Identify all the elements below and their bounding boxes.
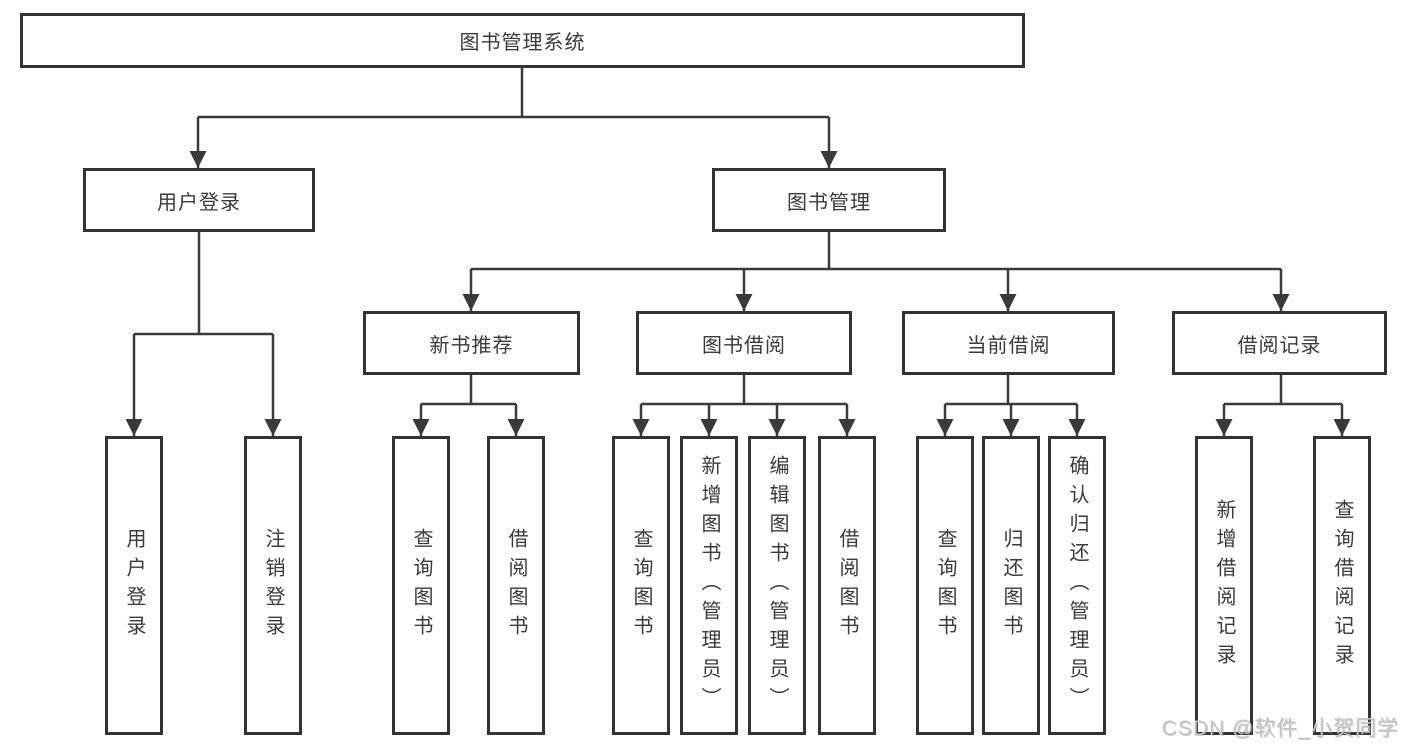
leaf-user-login: 用户登录 (105, 436, 163, 735)
leaf-newbooks-borrow-books: 借阅图书 (487, 436, 545, 735)
leaf-label: 查询借阅记录 (1331, 498, 1353, 673)
node-label: 用户登录 (157, 191, 241, 214)
leaf-label: 用户登录 (123, 527, 145, 644)
node-book-management: 图书管理 (712, 168, 946, 232)
node-label: 图书管理系统 (459, 32, 586, 54)
node-library-management-system: 图书管理系统 (20, 13, 1025, 68)
node-new-book-recommend: 新书推荐 (363, 311, 580, 375)
leaf-label: 借阅图书 (505, 527, 527, 644)
leaf-label: 新增图书（管理员） (698, 455, 720, 716)
leaf-label: 查询图书 (410, 527, 432, 644)
node-label: 图书管理 (787, 191, 871, 214)
leaf-label: 注销登录 (262, 527, 284, 644)
leaf-add-books-admin: 新增图书（管理员） (680, 436, 738, 735)
csdn-watermark: CSDN @软件_小贺同学 (1161, 717, 1399, 740)
leaf-return-books: 归还图书 (982, 436, 1040, 735)
leaf-edit-books-admin: 编辑图书（管理员） (748, 436, 806, 735)
node-label: 借阅记录 (1237, 334, 1322, 357)
leaf-label: 查询图书 (630, 527, 652, 644)
node-label: 图书借阅 (702, 334, 786, 357)
leaf-newbooks-query-books: 查询图书 (392, 436, 450, 735)
leaf-borrowing-borrow-books: 借阅图书 (818, 436, 876, 735)
leaf-label: 归还图书 (1000, 527, 1022, 644)
node-borrowing-records: 借阅记录 (1172, 311, 1387, 375)
leaf-label: 借阅图书 (836, 527, 858, 644)
leaf-label: 查询图书 (934, 527, 956, 644)
leaf-label: 确认归还（管理员） (1066, 455, 1088, 716)
node-book-borrowing: 图书借阅 (636, 311, 852, 375)
node-label: 新书推荐 (429, 334, 514, 357)
leaf-logout: 注销登录 (244, 436, 302, 735)
node-label: 当前借阅 (966, 334, 1051, 357)
leaf-query-borrow-record: 查询借阅记录 (1313, 436, 1371, 735)
node-user-login: 用户登录 (83, 168, 315, 232)
leaf-borrowing-query-books: 查询图书 (612, 436, 670, 735)
leaf-add-borrow-record: 新增借阅记录 (1195, 436, 1253, 735)
leaf-confirm-return-admin: 确认归还（管理员） (1048, 436, 1106, 735)
node-current-borrowing: 当前借阅 (902, 311, 1115, 375)
leaf-current-query-books: 查询图书 (916, 436, 974, 735)
leaf-label: 新增借阅记录 (1213, 498, 1235, 673)
leaf-label: 编辑图书（管理员） (766, 455, 788, 716)
